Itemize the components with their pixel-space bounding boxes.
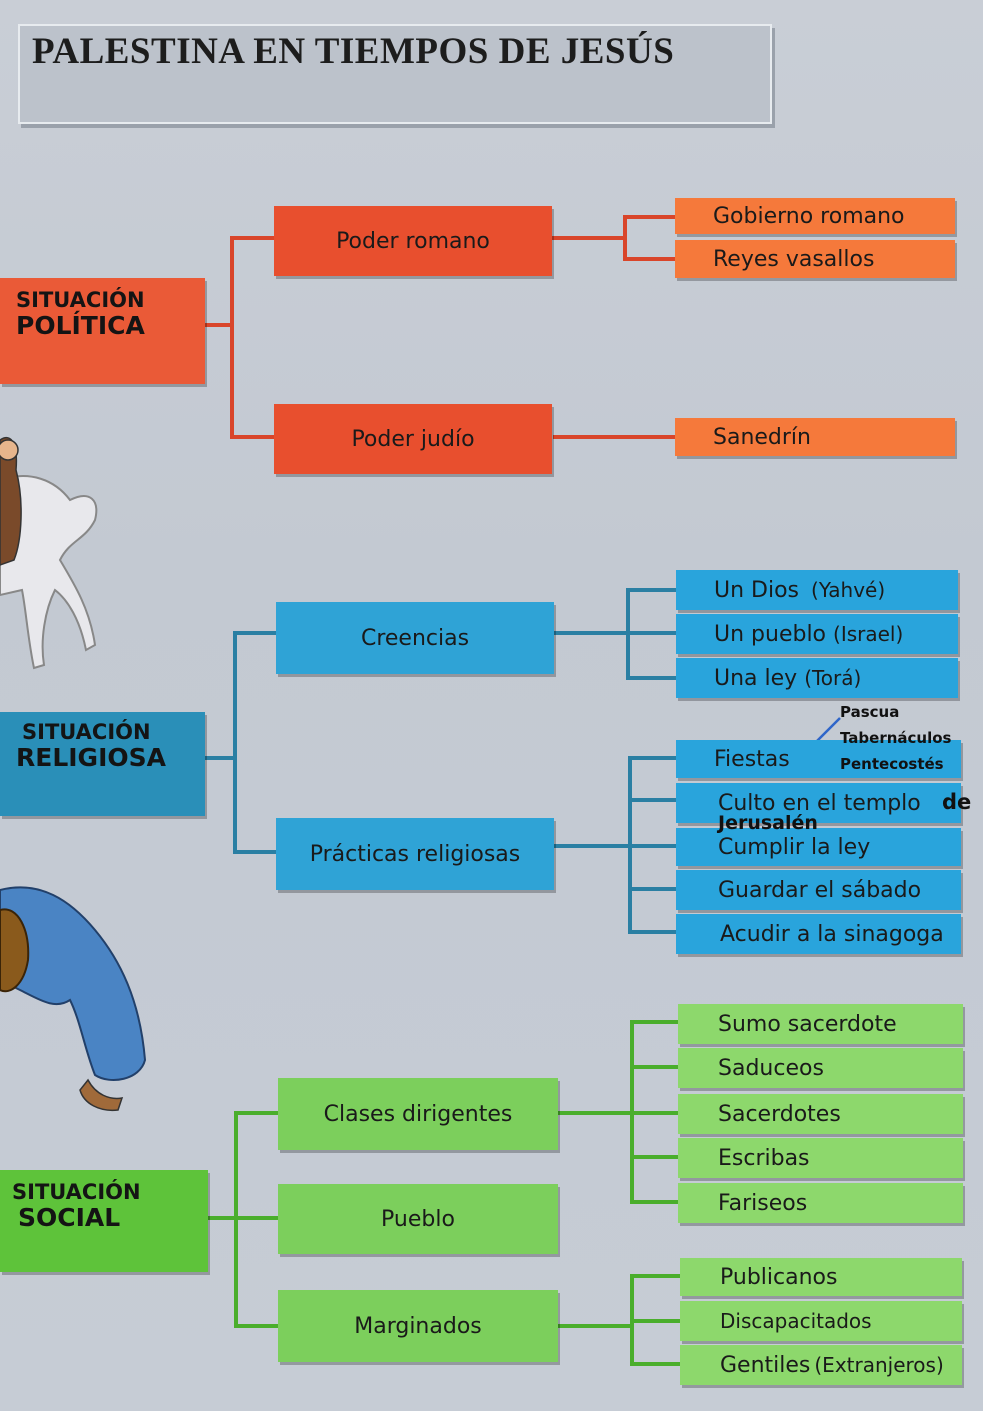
fiestas-note-pentecostes: Pentecostés [840, 755, 944, 773]
un-pueblo-box: Un pueblo (Israel) [676, 614, 958, 654]
situacion-social-line-1: SITUACIÓN [12, 1180, 141, 1204]
un-dios-box: Un Dios (Yahvé) [676, 570, 958, 610]
marginados-box: Marginados [278, 1290, 558, 1362]
publicanos-box: Publicanos [680, 1258, 962, 1296]
culto-templo-text: Culto en el templo [718, 790, 921, 816]
un-pueblo-paren: (Israel) [833, 622, 904, 646]
practicas-religiosas-box: Prácticas religiosas [276, 818, 554, 890]
culto-templo-box: Culto en el templo [676, 783, 961, 823]
pueblo-box: Pueblo [278, 1184, 558, 1254]
fiestas-box: Fiestas [676, 740, 961, 778]
situacion-religiosa-line-2: RELIGIOSA [16, 743, 166, 773]
culto-jerusalen-annotation: Jerusalén [718, 812, 818, 834]
saduceos-box: Saduceos [678, 1048, 963, 1088]
fiestas-note-pascua: Pascua [840, 703, 900, 721]
situacion-religiosa-label: SITUACIÓN RELIGIOSA [16, 720, 166, 773]
un-dios-paren: (Yahvé) [811, 578, 886, 602]
situacion-politica-box [0, 278, 205, 384]
sumo-sacerdote-box: Sumo sacerdote [678, 1004, 963, 1044]
poder-judio-box: Poder judío [274, 404, 552, 474]
guardar-sabado-box: Guardar el sábado [676, 870, 961, 910]
situacion-social-box [0, 1170, 208, 1272]
discapacitados-box: Discapacitados [680, 1301, 962, 1341]
reyes-vasallos-box: Reyes vasallos [675, 240, 955, 278]
situacion-politica-line-2: POLÍTICA [16, 311, 145, 341]
culto-de-annotation: de [942, 790, 972, 814]
gobierno-romano-box: Gobierno romano [675, 198, 955, 234]
religiosa-connectors [205, 588, 698, 934]
worker-illustration [0, 886, 147, 1112]
creencias-box: Creencias [276, 602, 554, 674]
un-dios-text: Un Dios [714, 577, 800, 603]
soldier-on-horse-illustration [0, 437, 98, 670]
una-ley-box: Una ley (Torá) [676, 658, 958, 698]
cumplir-ley-box: Cumplir la ley [676, 828, 961, 866]
situacion-religiosa-line-1: SITUACIÓN [22, 720, 151, 744]
situacion-social-label: SITUACIÓN SOCIAL [12, 1180, 141, 1233]
gentiles-box: Gentiles (Extranjeros) [680, 1345, 962, 1385]
sanedrin-box: Sanedrín [675, 418, 955, 456]
sacerdotes-box: Sacerdotes [678, 1094, 963, 1134]
fiestas-note-tabernaculos: Tabernáculos [840, 729, 952, 747]
una-ley-text: Una ley [714, 665, 798, 691]
clases-dirigentes-box: Clases dirigentes [278, 1078, 558, 1150]
acudir-sinagoga-box: Acudir a la sinagoga [676, 914, 961, 954]
situacion-politica-label: SITUACIÓN POLÍTICA [16, 288, 145, 341]
situacion-social-line-2: SOCIAL [18, 1203, 121, 1233]
title-panel [18, 24, 772, 124]
escribas-box: Escribas [678, 1138, 963, 1178]
fariseos-box: Fariseos [678, 1183, 963, 1223]
poder-romano-box: Poder romano [274, 206, 552, 276]
un-pueblo-text: Un pueblo [714, 621, 827, 647]
situacion-politica-line-1: SITUACIÓN [16, 288, 145, 312]
gentiles-text: Gentiles [720, 1352, 811, 1378]
una-ley-paren: (Torá) [804, 666, 862, 690]
situacion-religiosa-box [0, 712, 205, 816]
page-title: PALESTINA EN TIEMPOS DE JESÚS [32, 31, 675, 72]
gentiles-paren: (Extranjeros) [814, 1353, 944, 1377]
